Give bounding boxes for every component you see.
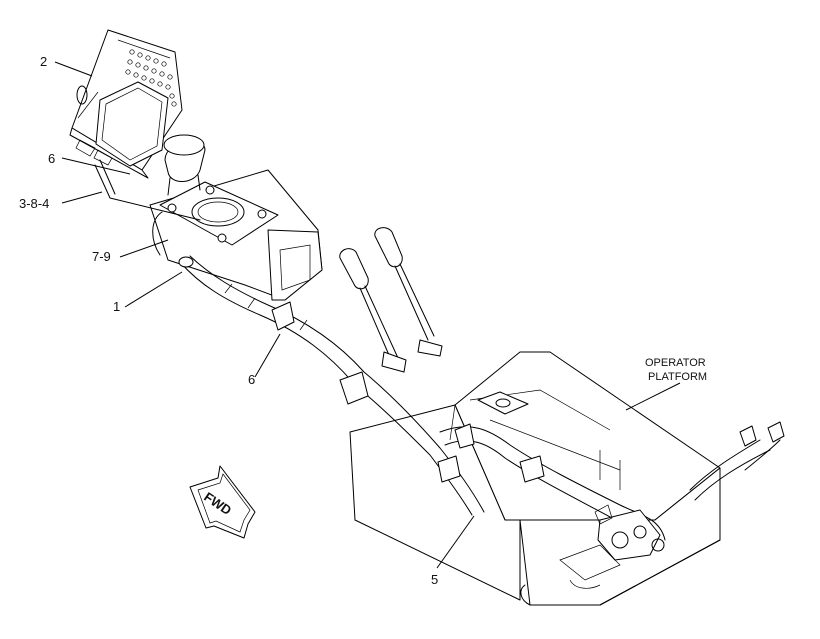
display-monitor: [69, 29, 201, 221]
connector-cluster: [594, 504, 665, 561]
control-levers: [339, 227, 443, 373]
leader-lines: [54, 61, 681, 569]
fwd-arrow: FWD: [189, 465, 256, 539]
console-pedestal: [149, 134, 323, 301]
operator-platform-label-line1: OPERATOR: [645, 357, 706, 369]
harness-clip: [519, 455, 545, 483]
callout-7-9: 7-9: [92, 249, 111, 264]
callout-2: 2: [40, 54, 47, 69]
callout-5: 5: [431, 572, 438, 587]
callout-6-upper: 6: [48, 151, 55, 166]
harness-clip: [271, 301, 295, 331]
harness-clip: [437, 455, 461, 483]
callout-3-8-4: 3-8-4: [19, 196, 49, 211]
harness-clip: [339, 371, 369, 405]
harness-clip: [454, 423, 475, 449]
callout-6-lower: 6: [248, 372, 255, 387]
operator-platform-label-line2: PLATFORM: [648, 371, 707, 383]
keypad-buttons: [125, 49, 177, 107]
callout-1: 1: [113, 299, 120, 314]
callout-labels: 2 6 3-8-4 7-9 1 6 5 OPERATOR PLATFORM: [19, 54, 707, 587]
wiring-harness: [178, 255, 785, 561]
